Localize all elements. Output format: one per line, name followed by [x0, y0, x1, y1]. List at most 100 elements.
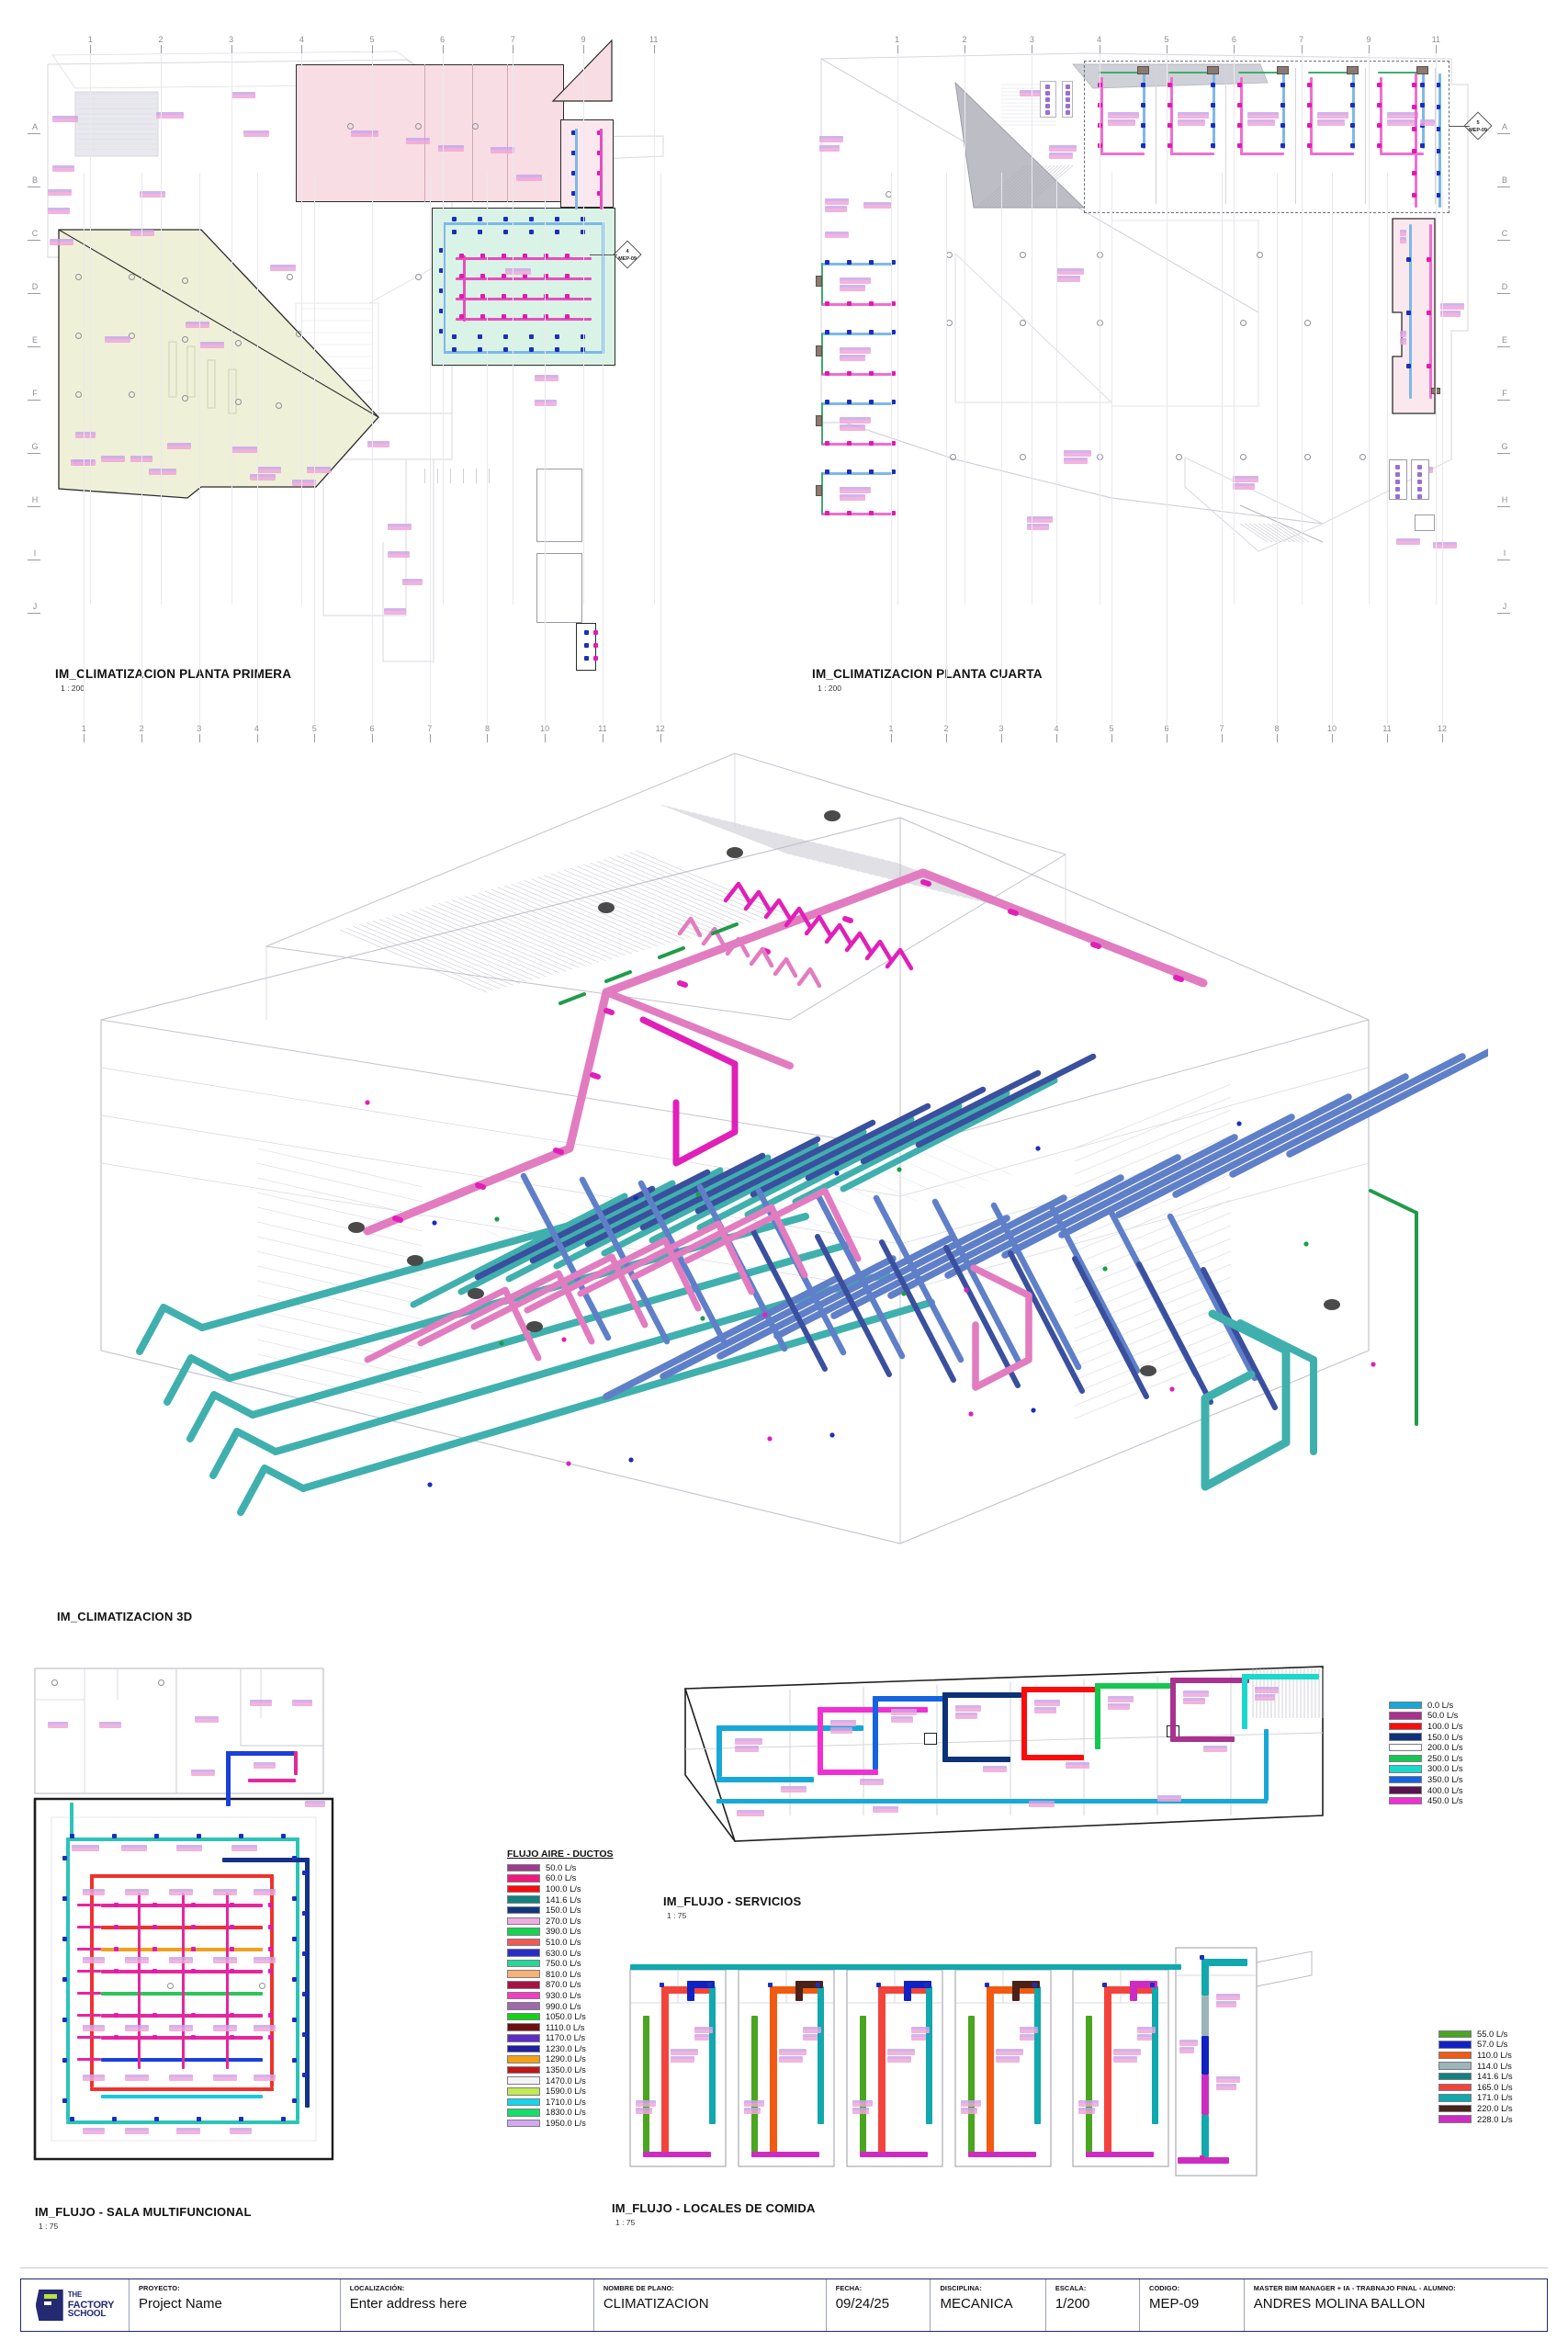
- gridline: [1111, 173, 1112, 724]
- grid-top-plan1-9: 9: [578, 35, 589, 53]
- zona-rosa-vertical[interactable]: [1389, 217, 1444, 415]
- equipment-tag: [891, 1716, 913, 1723]
- equipment-tag: [1396, 538, 1420, 545]
- diffuser-node: [230, 1903, 234, 1907]
- column-symbol: [259, 1983, 265, 1989]
- duct-endpoint: [1102, 1266, 1108, 1272]
- titleblock-field-label: FECHA:: [835, 2284, 863, 2292]
- diffuser-node: [1307, 83, 1312, 87]
- equipment-tag: [825, 232, 849, 238]
- column-symbol: [1304, 454, 1311, 460]
- duct-run: [968, 2152, 1036, 2157]
- equipment-tag: [744, 2108, 761, 2114]
- grid-bottom-plan1-6: 6: [367, 724, 378, 742]
- ahu-unit: [727, 847, 743, 858]
- diffuser-node: [1412, 83, 1416, 87]
- column-symbol: [347, 123, 354, 130]
- legend-row-ducto: 100.0 L/s: [507, 1883, 645, 1894]
- duct-run: [1380, 153, 1424, 155]
- diffuser-node: [230, 1947, 234, 1951]
- legend-label: 450.0 L/s: [1427, 1795, 1463, 1806]
- diffuser-node: [503, 334, 508, 339]
- legend-row-ducto: 930.0 L/s: [507, 1990, 645, 2001]
- gridline: [231, 53, 232, 605]
- duct-run: [1308, 72, 1350, 74]
- iso-3d-view[interactable]: [92, 717, 1523, 1599]
- diffuser-node: [1066, 85, 1070, 89]
- legend-row-ducto: 1050.0 L/s: [507, 2011, 645, 2022]
- plan-view-servicios[interactable]: [680, 1661, 1341, 1872]
- diffuser-node: [268, 1947, 273, 1951]
- grid-bottom-plan2-7: 7: [1216, 724, 1227, 742]
- diffuser-node: [62, 2098, 67, 2103]
- grid-left-plan1-J: J: [28, 602, 40, 614]
- diffuser-node: [292, 1896, 297, 1901]
- equipment-tag: [384, 608, 406, 615]
- diffuser-node: [281, 2117, 286, 2121]
- diffuser-node: [660, 1983, 664, 1987]
- ahu-unit: [348, 1222, 365, 1233]
- diffuser-node: [1350, 123, 1355, 128]
- grid-right-plan2-H: H: [1497, 495, 1510, 507]
- diffuser-node: [154, 1834, 159, 1838]
- equipment-tag: [1113, 2056, 1137, 2063]
- zona-menta[interactable]: [432, 208, 615, 366]
- duct-endpoint: [566, 1461, 571, 1466]
- duct-run: [904, 1981, 911, 2001]
- bay-partition: [1435, 68, 1436, 204]
- equipment-tag: [156, 112, 184, 119]
- equipment-tag: [200, 342, 224, 348]
- diffuser-node: [544, 314, 548, 319]
- grid-bottom-plan2-6: 6: [1161, 724, 1172, 742]
- diffuser-node: [869, 400, 874, 404]
- plan-view-locales-comida[interactable]: [614, 1939, 1339, 2196]
- zona-rosa-lateral[interactable]: [560, 119, 614, 208]
- legend-row-comida: 55.0 L/s: [1438, 2029, 1568, 2040]
- diffuser-node: [523, 274, 527, 278]
- legend-row-ducto: 1470.0 L/s: [507, 2075, 645, 2086]
- diffuser-node: [544, 254, 548, 258]
- diffuser-node: [239, 1834, 243, 1838]
- diffuser-node: [891, 330, 896, 334]
- equipment-tag: [825, 206, 847, 212]
- duct-endpoint: [834, 1170, 840, 1176]
- duct-run: [942, 1692, 948, 1758]
- plan-view-sala-multifuncional[interactable]: [29, 1663, 507, 2177]
- legend-swatch: [1389, 1786, 1422, 1794]
- diffuser-node: [1417, 465, 1422, 469]
- equipment-tag: [1034, 1707, 1056, 1713]
- legend-label: 60.0 L/s: [546, 1872, 577, 1883]
- equipment-tag: [887, 2049, 915, 2055]
- diffuser-node: [281, 1834, 286, 1838]
- diffuser-node: [439, 329, 444, 334]
- legend-row-ducto: 750.0 L/s: [507, 1958, 645, 1969]
- vav-box: [816, 345, 822, 356]
- vav-box: [816, 276, 822, 287]
- legend-swatch: [507, 1863, 540, 1872]
- equipment-tag: [961, 2100, 981, 2107]
- zona-equipos-cubierta[interactable]: [1084, 61, 1450, 213]
- ahu-unit: [824, 810, 840, 821]
- vav-box: [1137, 66, 1149, 74]
- duct-run: [1086, 2152, 1154, 2157]
- diffuser-node: [555, 230, 559, 234]
- diffuser-node: [1436, 105, 1440, 109]
- legend-swatch: [507, 1895, 540, 1904]
- diffuser-node: [1200, 1955, 1204, 1960]
- duct-run: [1100, 153, 1145, 155]
- diffuser-node: [268, 2013, 273, 2018]
- grid-bottom-plan1-2: 2: [136, 724, 147, 742]
- titleblock-field: PROYECTO:Project Name: [130, 2279, 341, 2331]
- duct-run: [860, 2152, 928, 2157]
- duct-run: [226, 1751, 296, 1756]
- legend-ductos-title: FLUJO AIRE - DUCTOS: [507, 1849, 614, 1860]
- legend-swatch: [1389, 1712, 1422, 1720]
- gridline: [545, 173, 546, 724]
- grid-bottom-plan2-10: 10: [1326, 724, 1337, 742]
- stair-tread: [463, 469, 464, 483]
- diffuser-node: [478, 217, 482, 221]
- duct-run: [716, 1777, 814, 1782]
- zona-verde-oliva[interactable]: [40, 222, 389, 516]
